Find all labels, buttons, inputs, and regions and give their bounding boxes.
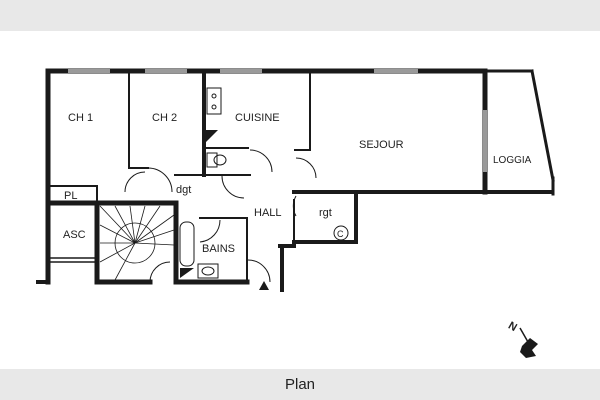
room-label-cuisine: CUISINE — [235, 112, 280, 124]
floor-plan: CH 1 CH 2 CUISINE SEJOUR LOGGIA PL dgt H… — [0, 31, 600, 369]
room-label-hall: HALL — [254, 207, 282, 219]
room-label-dgt: dgt — [176, 184, 191, 196]
room-label-loggia: LOGGIA — [493, 155, 532, 166]
room-label-sejour: SEJOUR — [359, 139, 404, 151]
room-label-asc: ASC — [63, 229, 86, 241]
room-label-bains: BAINS — [202, 243, 235, 255]
caption-bar: Plan — [0, 369, 600, 400]
compass-label: N — [506, 320, 519, 334]
room-label-ch2: CH 2 — [152, 112, 177, 124]
closet-label-c: C — [337, 229, 344, 239]
north-arrow-icon — [519, 327, 538, 358]
room-label-rgt: rgt — [319, 207, 332, 219]
caption-text: Plan — [284, 376, 316, 393]
floor-plan-drawing: CH 1 CH 2 CUISINE SEJOUR LOGGIA PL dgt H… — [36, 68, 555, 358]
room-label-ch1: CH 1 — [68, 112, 93, 124]
room-label-pl: PL — [64, 190, 77, 202]
top-bar — [0, 0, 600, 31]
